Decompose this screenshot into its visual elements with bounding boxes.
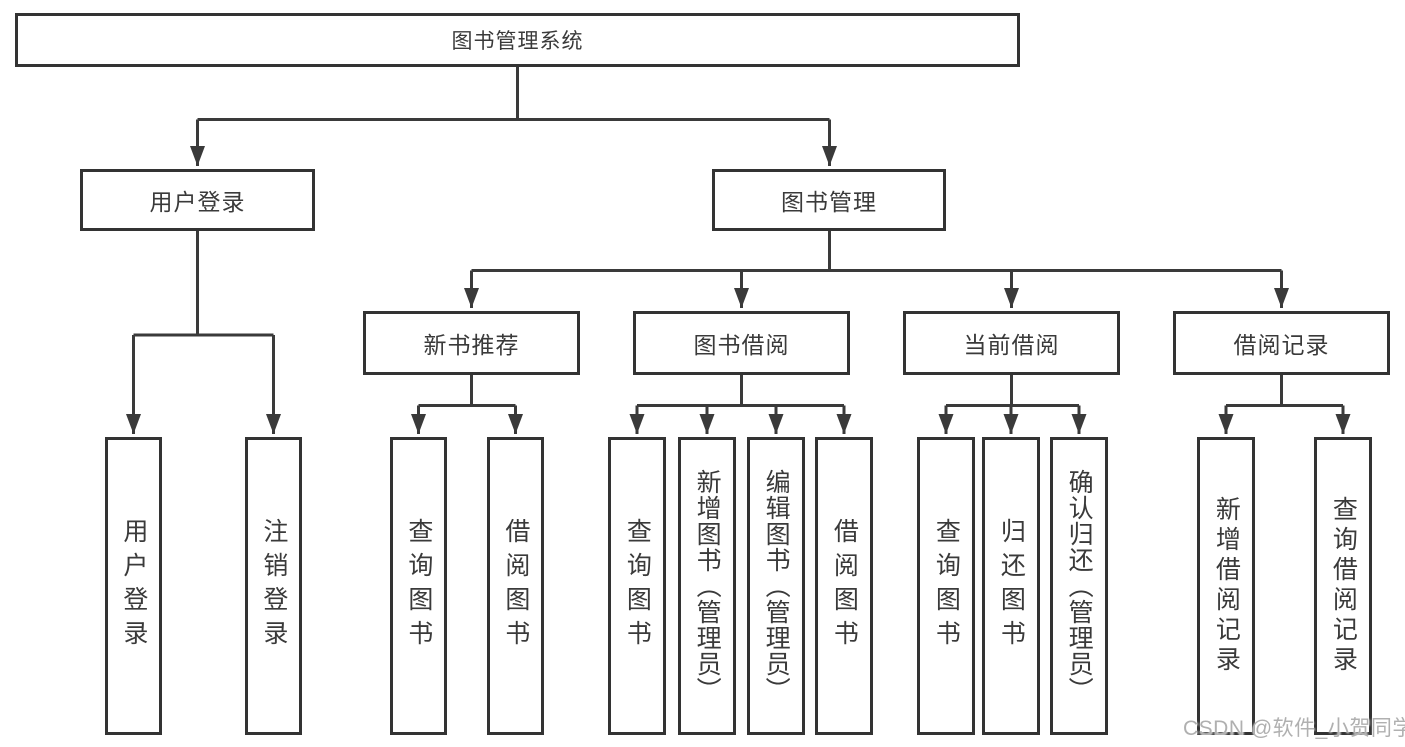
leaf-label: 查询图书 xyxy=(932,518,961,654)
leaf-return-books: 归还图书 xyxy=(982,437,1040,735)
leaf-label: 归还图书 xyxy=(997,518,1026,654)
node-borrowing-records: 借阅记录 xyxy=(1173,311,1390,375)
leaf-label: 借阅图书 xyxy=(501,518,530,654)
leaf-label: 新增借阅记录 xyxy=(1212,496,1241,676)
leaf-label: 编辑图书（管理员） xyxy=(762,469,791,703)
leaf-rec-borrow-books: 借阅图书 xyxy=(487,437,544,735)
leaf-label: 借阅图书 xyxy=(830,518,859,654)
node-label: 新书推荐 xyxy=(423,332,520,358)
node-current-borrowing: 当前借阅 xyxy=(903,311,1120,375)
leaf-label: 查询借阅记录 xyxy=(1329,496,1358,676)
node-user-login: 用户登录 xyxy=(80,169,315,231)
leaf-user-login: 用户登录 xyxy=(105,437,162,735)
node-library-management-system: 图书管理系统 xyxy=(15,13,1020,67)
leaf-borrow-query-books: 查询图书 xyxy=(608,437,666,735)
leaf-label: 确认归还（管理员） xyxy=(1065,469,1094,703)
node-label: 图书管理系统 xyxy=(451,30,584,53)
node-book-borrowing: 图书借阅 xyxy=(633,311,850,375)
leaf-label: 新增图书（管理员） xyxy=(693,469,722,703)
leaf-add-borrow-record: 新增借阅记录 xyxy=(1197,437,1255,735)
csdn-watermark: CSDN @软件_小贺同学 xyxy=(1183,717,1405,740)
leaf-rec-query-books: 查询图书 xyxy=(390,437,447,735)
leaf-query-borrow-record: 查询借阅记录 xyxy=(1314,437,1372,735)
node-label: 当前借阅 xyxy=(963,332,1060,358)
leaf-add-books-admin: 新增图书（管理员） xyxy=(678,437,736,735)
node-label: 借阅记录 xyxy=(1233,332,1330,358)
leaf-borrow-books: 借阅图书 xyxy=(815,437,873,735)
leaf-confirm-return-admin: 确认归还（管理员） xyxy=(1050,437,1108,735)
node-book-management: 图书管理 xyxy=(712,169,946,231)
leaf-label: 查询图书 xyxy=(623,518,652,654)
leaf-current-query-books: 查询图书 xyxy=(917,437,975,735)
node-new-book-recommendation: 新书推荐 xyxy=(363,311,580,375)
leaf-label: 查询图书 xyxy=(404,518,433,654)
node-label: 图书借阅 xyxy=(693,332,790,358)
leaf-label: 注销登录 xyxy=(259,518,288,654)
node-label: 用户登录 xyxy=(149,189,246,215)
leaf-logout: 注销登录 xyxy=(245,437,302,735)
leaf-label: 用户登录 xyxy=(119,518,148,654)
leaf-edit-books-admin: 编辑图书（管理员） xyxy=(747,437,805,735)
node-label: 图书管理 xyxy=(781,189,877,215)
